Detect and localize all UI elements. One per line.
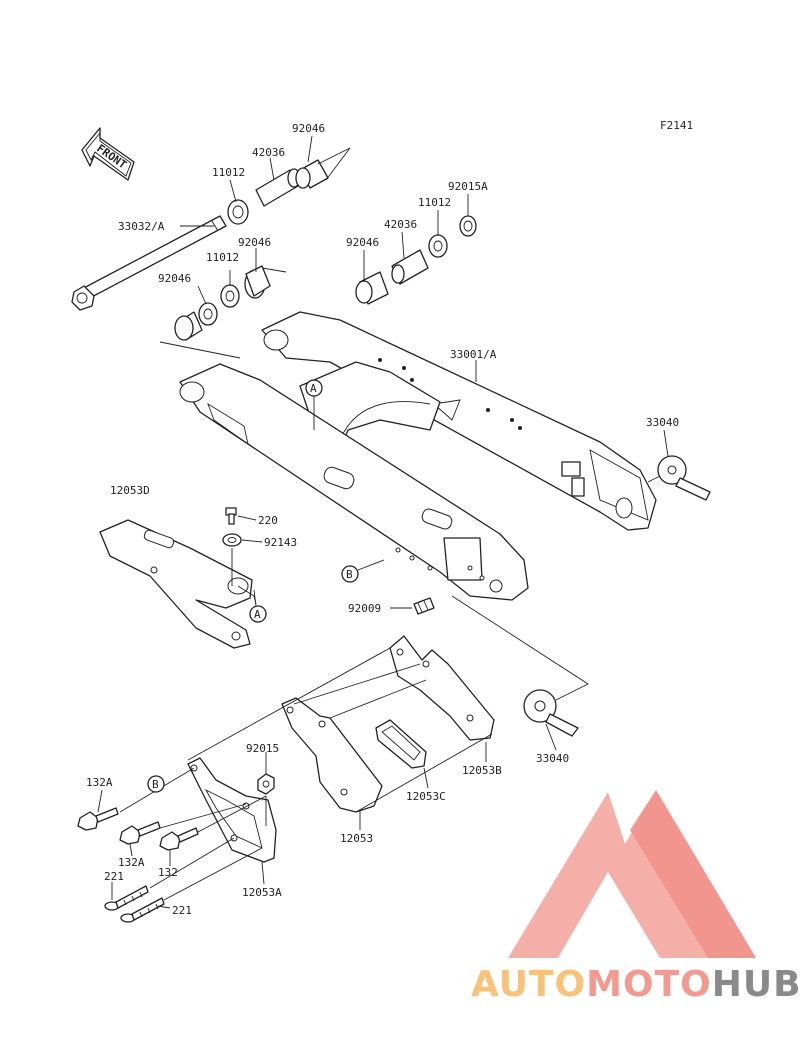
part-labels: 92046 42036 11012 33032/A 92046 11012 92… bbox=[86, 122, 679, 917]
part-label: 12053C bbox=[406, 790, 446, 803]
watermark-part-moto: MOTO bbox=[586, 964, 712, 1005]
part-label: 92046 bbox=[346, 236, 379, 249]
leader-lines bbox=[97, 135, 669, 909]
part-label: 12053A bbox=[242, 886, 282, 899]
svg-text:A: A bbox=[310, 382, 317, 395]
part-label: 11012 bbox=[418, 196, 451, 209]
part-label: 33040 bbox=[536, 752, 569, 765]
part-label: 221 bbox=[104, 870, 124, 883]
part-label: 92009 bbox=[348, 602, 381, 615]
chain-guide-12053D bbox=[99, 519, 253, 649]
collar-92143 bbox=[222, 533, 242, 547]
svg-text:B: B bbox=[152, 778, 159, 791]
svg-text:B: B bbox=[346, 568, 353, 581]
watermark-part-auto: AUTO bbox=[471, 964, 587, 1005]
callout-b-upper: B bbox=[341, 565, 359, 583]
part-label: 33032/A bbox=[118, 220, 165, 233]
front-arrow-icon: FRONT bbox=[81, 127, 135, 181]
callout-a-upper: A bbox=[305, 379, 323, 397]
svg-text:A: A bbox=[254, 608, 261, 621]
chain-guide-12053 bbox=[281, 697, 383, 813]
chain-adjuster-upper bbox=[647, 455, 711, 501]
part-label: 33040 bbox=[646, 416, 679, 429]
chain-guide-12053B bbox=[389, 635, 495, 741]
part-label: 42036 bbox=[252, 146, 285, 159]
bolt-220 bbox=[225, 507, 237, 525]
part-label: 92046 bbox=[292, 122, 325, 135]
part-label: 92015A bbox=[448, 180, 488, 193]
left-pivot-parts bbox=[159, 147, 351, 359]
watermark-text: AUTOMOTOHUB bbox=[471, 964, 800, 1005]
part-label: 132A bbox=[118, 856, 145, 869]
part-label: 92046 bbox=[158, 272, 191, 285]
nut-92015 bbox=[257, 773, 275, 795]
part-label: 132 bbox=[158, 866, 178, 879]
assembly-guide-lines bbox=[119, 647, 493, 901]
watermark-part-hub: HUB bbox=[711, 964, 800, 1005]
part-label: 11012 bbox=[212, 166, 245, 179]
callout-a-lower: A bbox=[249, 605, 267, 623]
watermark-logo-icon bbox=[508, 790, 756, 958]
part-label: 12053 bbox=[340, 832, 373, 845]
part-label: 132A bbox=[86, 776, 113, 789]
bolt-92009 bbox=[413, 597, 435, 615]
part-label: 33001/A bbox=[450, 348, 497, 361]
part-label: 42036 bbox=[384, 218, 417, 231]
part-label: 11012 bbox=[206, 251, 239, 264]
right-pivot-parts bbox=[355, 215, 477, 305]
part-label: 12053D bbox=[110, 484, 150, 497]
part-label: 221 bbox=[172, 904, 192, 917]
part-label: 92046 bbox=[238, 236, 271, 249]
callout-b-lower: B bbox=[147, 775, 165, 793]
chain-adjuster-lower bbox=[451, 595, 589, 737]
chain-slider-12053C bbox=[375, 719, 427, 769]
part-label: 92015 bbox=[246, 742, 279, 755]
bolts-132 bbox=[77, 807, 199, 851]
screws-221 bbox=[104, 885, 165, 923]
figure-code: F2141 bbox=[660, 119, 693, 132]
swingarm-body bbox=[179, 311, 657, 601]
part-label: 92143 bbox=[264, 536, 297, 549]
part-label: 12053B bbox=[462, 764, 502, 777]
part-label: 220 bbox=[258, 514, 278, 527]
pivot-shaft bbox=[71, 215, 227, 311]
chain-guide-12053A bbox=[187, 757, 277, 863]
